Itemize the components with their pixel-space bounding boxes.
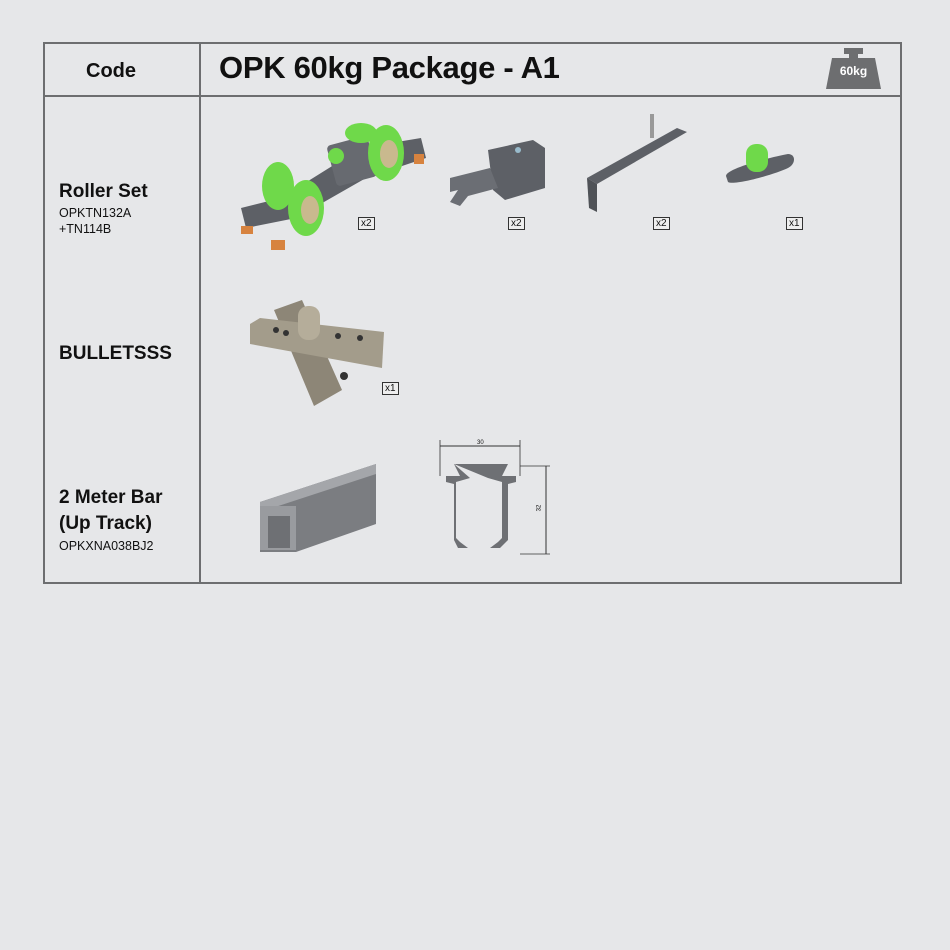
header-divider bbox=[43, 95, 900, 97]
row-code: OPKTN132A bbox=[59, 206, 132, 220]
dimension-height: 32 bbox=[536, 504, 543, 512]
row-title-roller-set: Roller Set bbox=[59, 181, 148, 202]
roller-carriage-image bbox=[241, 123, 426, 250]
floor-guide-image bbox=[726, 144, 794, 183]
row-subtitle-up-track: (Up Track) bbox=[59, 513, 152, 534]
pivot-hinge-image bbox=[250, 300, 384, 406]
row-title-meter-bar: 2 Meter Bar bbox=[59, 487, 163, 508]
quantity-badge: x2 bbox=[653, 217, 670, 230]
weight-badge-text: 60kg bbox=[839, 64, 868, 78]
weight-icon: 60kg bbox=[826, 46, 881, 89]
stopper-clip-image bbox=[450, 140, 545, 206]
quantity-badge: x1 bbox=[382, 382, 399, 395]
column-divider bbox=[199, 42, 201, 582]
dimension-width: 30 bbox=[477, 440, 484, 446]
quantity-badge: x2 bbox=[358, 217, 375, 230]
quantity-badge: x1 bbox=[786, 217, 803, 230]
track-bar-image bbox=[260, 464, 376, 552]
row-code: OPKXNA038BJ2 bbox=[59, 539, 154, 553]
page-title: OPK 60kg Package - A1 bbox=[219, 50, 560, 85]
quantity-badge: x2 bbox=[508, 217, 525, 230]
row-title-bulletsss: BULLETSSS bbox=[59, 343, 172, 364]
track-profile-drawing bbox=[439, 440, 550, 555]
mounting-bracket-image bbox=[587, 114, 687, 212]
package-table bbox=[43, 42, 902, 584]
row-code: +TN114B bbox=[59, 222, 112, 236]
code-column-header: Code bbox=[86, 60, 136, 82]
